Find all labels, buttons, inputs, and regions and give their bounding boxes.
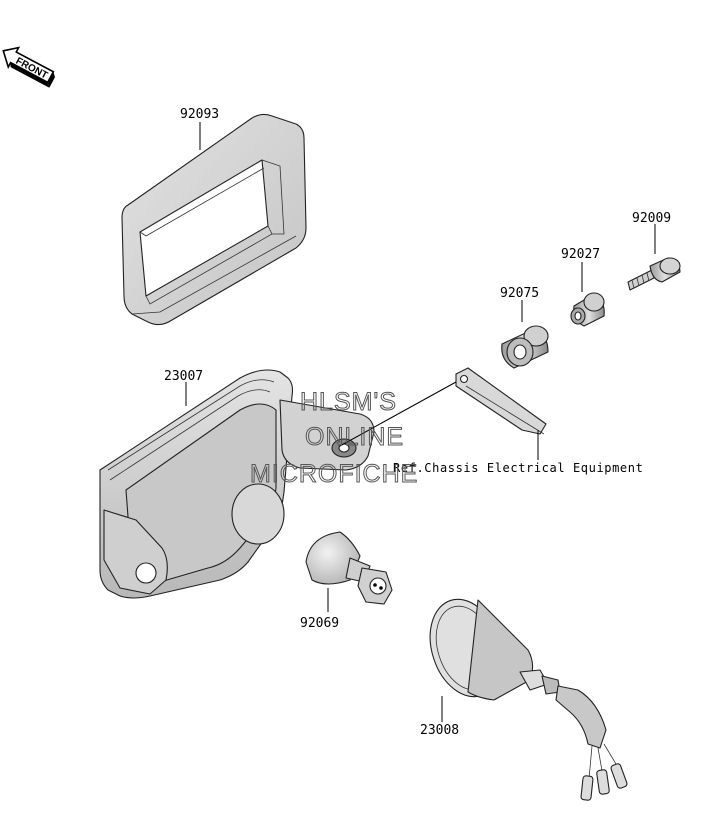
part-92069-bulb bbox=[305, 531, 393, 605]
part-number-23007: 23007 bbox=[164, 369, 203, 384]
part-92009-bolt bbox=[627, 257, 681, 291]
part-number-92009: 92009 bbox=[632, 211, 671, 226]
part-number-92069: 92069 bbox=[300, 616, 339, 631]
leader-lines bbox=[185, 122, 656, 722]
part-number-92075: 92075 bbox=[500, 286, 539, 301]
part-number-92093: 92093 bbox=[180, 107, 219, 122]
part-23007-headlight-housing bbox=[99, 369, 375, 599]
watermark-line-2: ONLINE bbox=[305, 423, 404, 451]
chassis-bracket bbox=[455, 367, 547, 435]
watermark-line-1: HLSM'S bbox=[300, 388, 397, 416]
part-92027-collar bbox=[570, 292, 605, 327]
front-arrow-icon: FRONT bbox=[2, 46, 55, 88]
reference-note: Ref.Chassis Electrical Equipment bbox=[393, 461, 643, 475]
part-92075-grommet bbox=[501, 325, 549, 369]
part-23008-sealed-beam bbox=[429, 598, 628, 801]
part-number-92027: 92027 bbox=[561, 247, 600, 262]
watermark: HLSM'S ONLINE MICROFICHE bbox=[250, 388, 418, 489]
watermark-line-3: MICROFICHE bbox=[250, 460, 418, 488]
part-92093-pad bbox=[121, 113, 307, 326]
part-number-23008: 23008 bbox=[420, 723, 459, 738]
